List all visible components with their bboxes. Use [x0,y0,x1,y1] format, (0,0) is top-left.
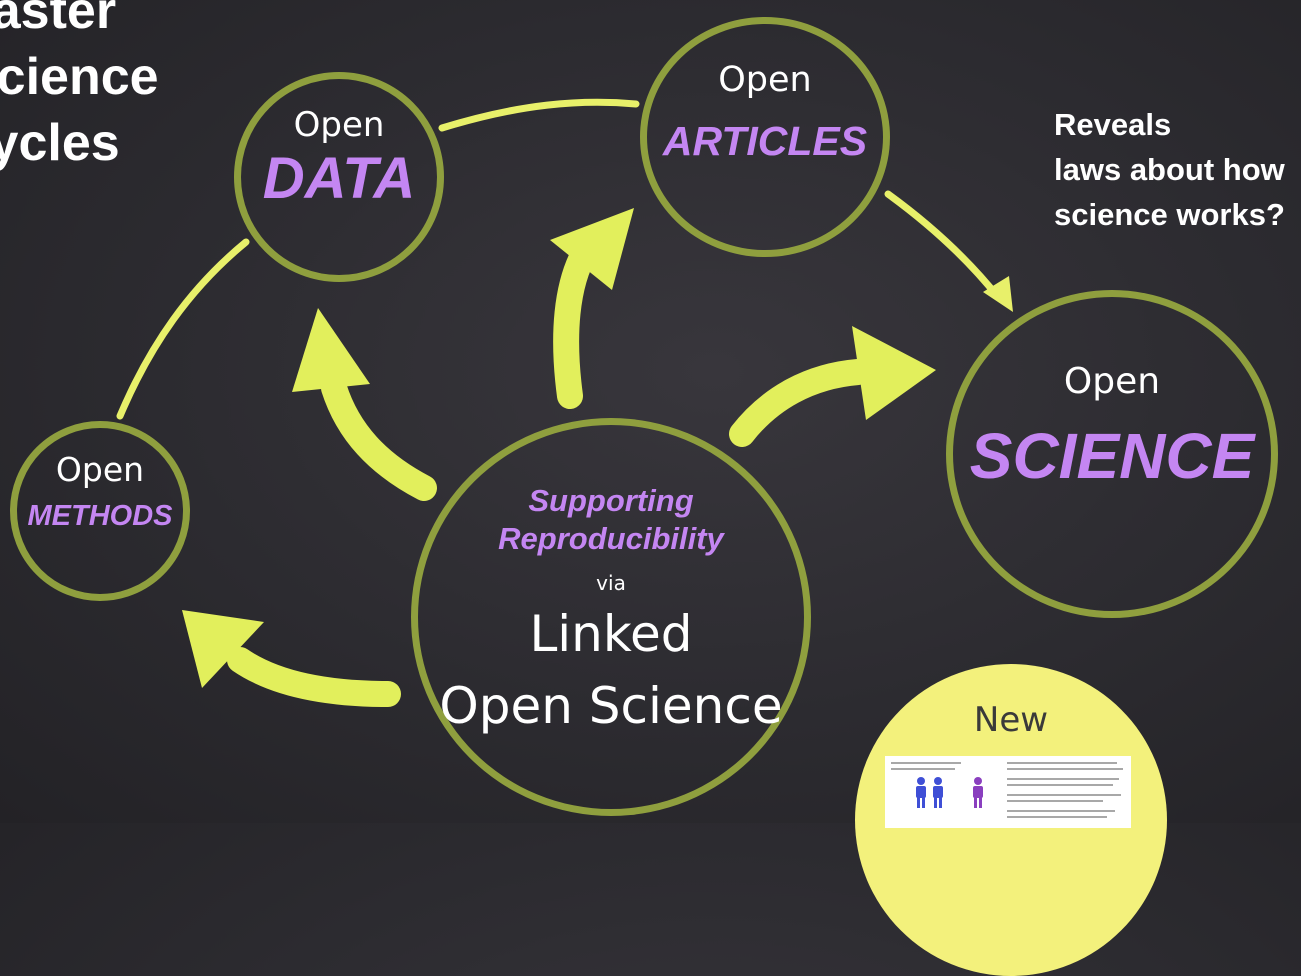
node-open-methods: Open METHODS [10,421,190,601]
headline: Faster Science Cycles [0,0,159,176]
headline-line-1: Faster [0,0,117,40]
center-supporting: Supporting [528,483,694,518]
node-open-articles-prefix: Open [718,60,812,100]
question-line-3: science works? [1054,197,1285,232]
thumb-text-line [891,762,961,764]
arrowhead-to-methods [182,610,264,688]
cycle-link-data-articles [438,98,640,132]
node-open-articles-label: ARTICLES [662,118,868,164]
people-icon [916,777,943,808]
node-open-data-label: DATA [262,146,416,211]
thumb-text-line [1007,816,1107,818]
arrowhead-science [983,276,1013,312]
arrow-to-methods [227,647,401,707]
thumb-text-line [1007,768,1123,770]
node-open-data: Open DATA [234,72,444,282]
thumb-text-line [1007,800,1103,802]
arrowhead-to-science [852,326,936,420]
arrow-to-data [321,375,437,501]
center-linked: Linked [529,605,693,663]
node-open-methods-label: METHODS [27,500,173,532]
thumb-text-line [1007,810,1115,812]
new-bubble: New [855,664,1167,976]
center-open-science: Open Science [439,677,783,735]
arrowhead-to-data [292,308,370,392]
headline-line-3: Cycles [0,114,120,172]
thumb-text-line [1007,794,1121,796]
arrows-layer [116,98,1013,707]
question-line-2: laws about how [1054,152,1285,187]
node-open-science-prefix: Open [1063,361,1161,402]
paper-thumbnail [885,756,1131,828]
center-reproducibility: Reproducibility [498,521,724,556]
node-open-data-prefix: Open [293,105,385,145]
thumb-text-line [891,768,955,770]
arrow-to-articles [553,237,599,409]
thumb-text-line [1007,778,1119,780]
question-line-1: Reveals [1054,107,1172,142]
node-open-science-label: SCIENCE [969,420,1255,492]
new-label: New [973,700,1049,740]
node-open-methods-prefix: Open [55,450,145,489]
thumb-text-line [1007,784,1113,786]
node-open-science: Open SCIENCE [946,290,1278,618]
center-via: via [596,571,626,595]
question-text: Reveals laws about how science works? [1054,102,1285,237]
node-open-articles: Open ARTICLES [640,17,890,257]
thumb-text-line [1007,762,1117,764]
arrow-to-science [729,359,871,447]
cycle-link-methods-data [116,238,250,420]
node-linked-open-science: Supporting Reproducibility via Linked Op… [411,418,811,816]
arrowhead-to-articles [550,208,634,290]
person-icon [973,777,983,808]
headline-line-2: Science [0,48,159,106]
cycle-link-articles-science [884,190,1002,301]
